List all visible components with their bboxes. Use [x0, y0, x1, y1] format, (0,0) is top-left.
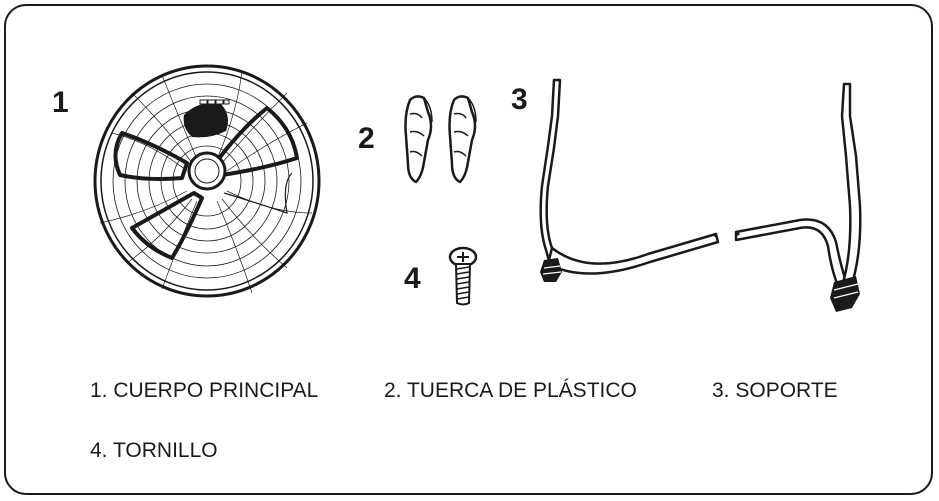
caption-part-1: 1. CUERPO PRINCIPAL [90, 379, 319, 402]
stand-icon [539, 78, 862, 312]
fan-body-icon [93, 64, 321, 298]
part-number-1: 1 [52, 86, 69, 119]
caption-part-2: 2. TUERCA DE PLÁSTICO [384, 379, 637, 402]
part-number-4: 4 [404, 262, 421, 295]
screw-icon [448, 246, 478, 306]
plastic-nut-icon [404, 95, 477, 184]
caption-part-4: 4. TORNILLO [90, 439, 218, 462]
diagram-frame [4, 4, 933, 495]
part-number-3: 3 [511, 83, 528, 116]
part-number-2: 2 [358, 122, 375, 155]
caption-part-3: 3. SOPORTE [712, 379, 838, 402]
